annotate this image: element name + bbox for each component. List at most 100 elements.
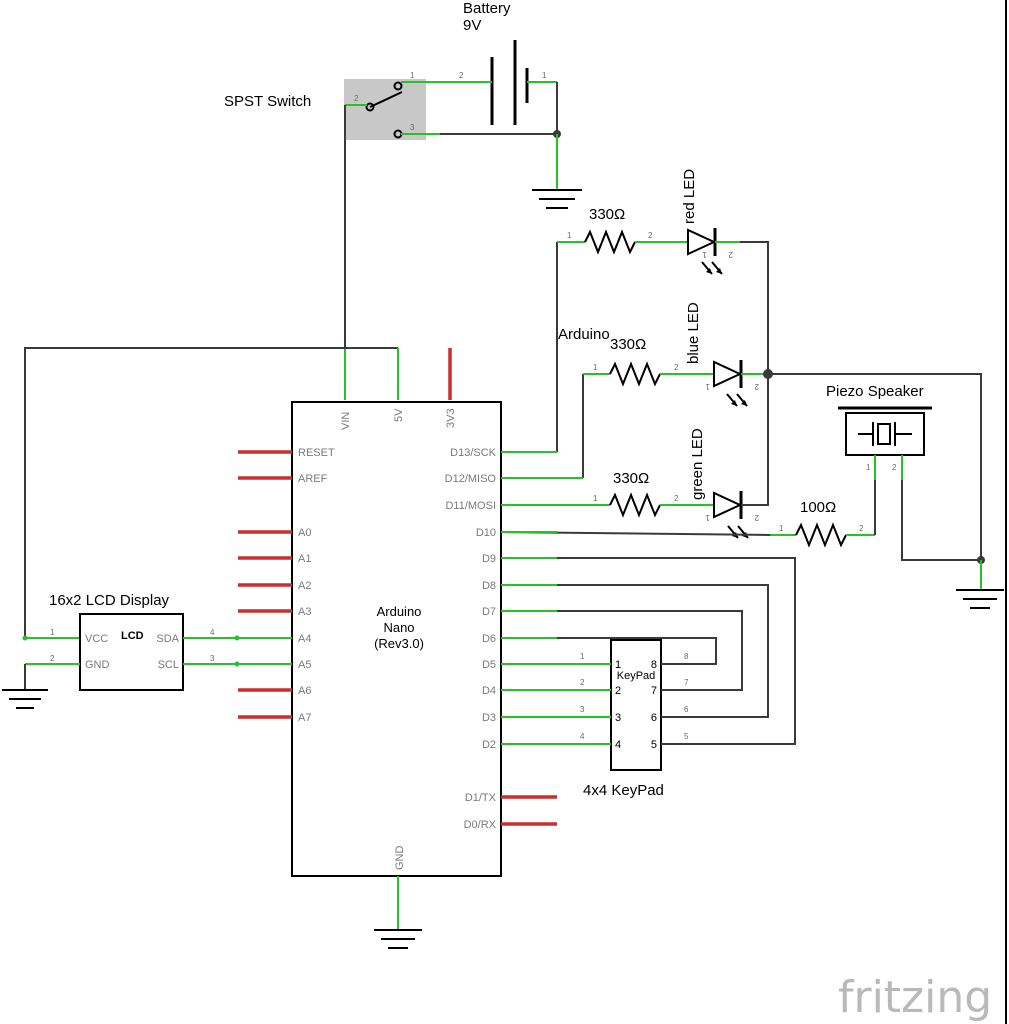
keypad-pin-num-5: 5 [684,732,689,741]
pin-label-3v3: 3V3 [445,408,457,428]
resistor-2: 330Ω [609,336,661,387]
keypad-body [610,639,662,771]
wire-d9-kp5 [501,557,796,745]
red-led: red LED 1 2 [681,169,740,275]
keypad-pin-label-8: 8 [651,659,657,671]
resistor-4-value: 100Ω [800,499,836,516]
lcd-num-1: 1 [50,628,55,637]
lcd-num-4: 4 [210,628,215,637]
pin-label-vin: VIN [340,412,352,430]
blue-led-anode: 1 [705,382,710,391]
r2-pin2: 2 [674,363,679,372]
battery-pin-1: 1 [542,71,547,80]
battery-name: Battery [463,0,511,17]
blue-led-label: blue LED [685,302,702,364]
switch-pin-3: 3 [410,123,415,132]
keypad-pin-num-2: 2 [580,678,585,687]
switch-pin-2: 2 [354,94,359,103]
lcd-num-3: 3 [210,654,215,663]
pin-label-d4: D4 [482,685,496,697]
r3-pin2: 2 [674,494,679,503]
pin-label-a6: A6 [298,685,311,697]
pin-label-d8: D8 [482,580,496,592]
keypad-pin-num-4: 4 [580,732,585,741]
resistor-4: 100Ω [795,499,847,548]
pin-label-a4: A4 [298,633,311,645]
keypad-pin-num-3: 3 [580,705,585,714]
red-led-cathode: 2 [728,250,733,259]
pin-label-d13-sck: D13/SCK [450,447,497,459]
r4-pin2: 2 [859,524,864,533]
green-led-anode: 1 [705,513,710,522]
spst-switch: SPST Switch 1 2 3 [224,71,440,140]
keypad-pin-num-7: 7 [684,678,689,687]
piezo-pin-2: 2 [892,463,897,472]
switch-lever [369,91,403,108]
keypad-pin-num-1: 1 [580,652,585,661]
wire-d8-kp6 [501,584,769,718]
r1-pin2: 2 [648,231,653,240]
switch-name: SPST Switch [224,93,311,110]
keypad-name: 4x4 KeyPad [583,782,664,799]
battery: Battery 9V 2 1 [440,0,557,125]
red-led-label: red LED [681,169,698,224]
lcd-pin-vcc: VCC [85,633,108,645]
pin-label-a1: A1 [298,553,311,565]
pin-label-a0: A0 [298,527,311,539]
pin-label-d5: D5 [482,659,496,671]
r3-pin1: 1 [593,494,598,503]
pin-label-a7: A7 [298,712,311,724]
arduino-floating-label: Arduino [558,326,610,343]
arduino-title-2: Nano [383,620,414,635]
keypad-pin-num-8: 8 [684,652,689,661]
keypad-pin-label-1: 1 [615,659,621,671]
wire-5v-lcd [24,347,398,638]
lcd-num-2: 2 [50,654,55,663]
r1-pin1: 1 [567,231,572,240]
arduino-right-pins: D13/SCK D12/MISO D11/MOSI D10D9D8D7D6D5D4D3… [445,447,557,831]
red-led-anode: 1 [702,250,707,259]
keypad-pin-num-6: 6 [684,705,689,714]
pin-label-d7: D7 [482,606,496,618]
pin-label-a2: A2 [298,580,311,592]
resistor-3: 330Ω [609,470,661,518]
pin-label-d2: D2 [482,739,496,751]
wire-led-ground [768,373,982,560]
keypad-pin-label-3: 3 [615,712,621,724]
lcd-pin-sda: SDA [156,633,179,645]
pin-label-d3: D3 [482,712,496,724]
arduino-title-3: (Rev3.0) [374,636,424,651]
pin-label-d12-miso: D12/MISO [445,473,497,485]
resistor-1: 330Ω [584,206,636,255]
battery-voltage: 9V [463,17,481,34]
wire-piezo-2 [901,480,981,561]
pin-label-d10: D10 [476,527,496,539]
r4-pin1: 1 [779,524,784,533]
ground-symbol-arduino [374,929,422,949]
pin-label-gnd: GND [394,846,406,871]
fritzing-logo: fritzing [838,972,992,1023]
ground-symbol-piezo [956,589,1004,609]
pin-label-d9: D9 [482,553,496,565]
resistor-2-value: 330Ω [610,336,646,353]
keypad-pin-label-6: 6 [651,712,657,724]
keypad-pin-label-2: 2 [615,685,621,697]
pin-label-5v: 5V [393,408,405,422]
keypad-pin-label-5: 5 [651,739,657,751]
blue-led-cathode: 2 [754,382,759,391]
pin-label-a3: A3 [298,606,311,618]
pin-label-a5: A5 [298,659,311,671]
r2-pin1: 1 [593,363,598,372]
pin-label-reset: RESET [298,447,335,459]
piezo-name: Piezo Speaker [826,383,924,400]
pin-label-d6: D6 [482,633,496,645]
arduino-title-1: Arduino [377,604,422,619]
lcd-name: 16x2 LCD Display [49,592,170,609]
keypad-pin-label-7: 7 [651,685,657,697]
ground-symbol-lcd [2,689,48,709]
green-led: green LED 1 2 [689,428,766,539]
pin-label-d11-mosi: D11/MOSI [445,500,496,512]
keypad-chip-label: KeyPad [617,670,656,682]
lcd-body [79,613,184,691]
